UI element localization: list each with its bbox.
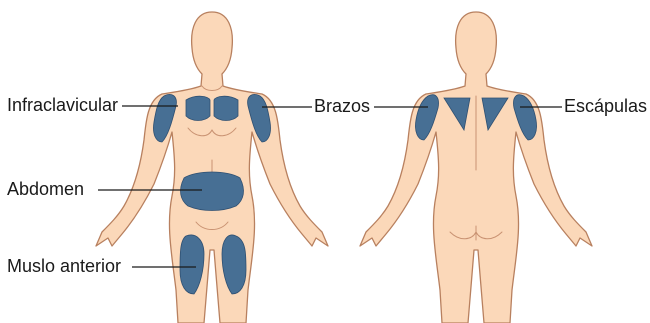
back-body-figure [360,12,592,323]
infraclavicular-zone-left [186,96,210,120]
scapulae-label: Escápulas [564,97,647,115]
abdomen-label: Abdomen [7,180,84,198]
front-body-figure [96,12,328,323]
abdomen-zone [181,172,244,211]
arms-label: Brazos [314,97,370,115]
thigh-label: Muslo anterior [7,257,121,275]
infraclavicular-label: Infraclavicular [7,96,118,114]
infraclavicular-zone-right [214,96,238,120]
